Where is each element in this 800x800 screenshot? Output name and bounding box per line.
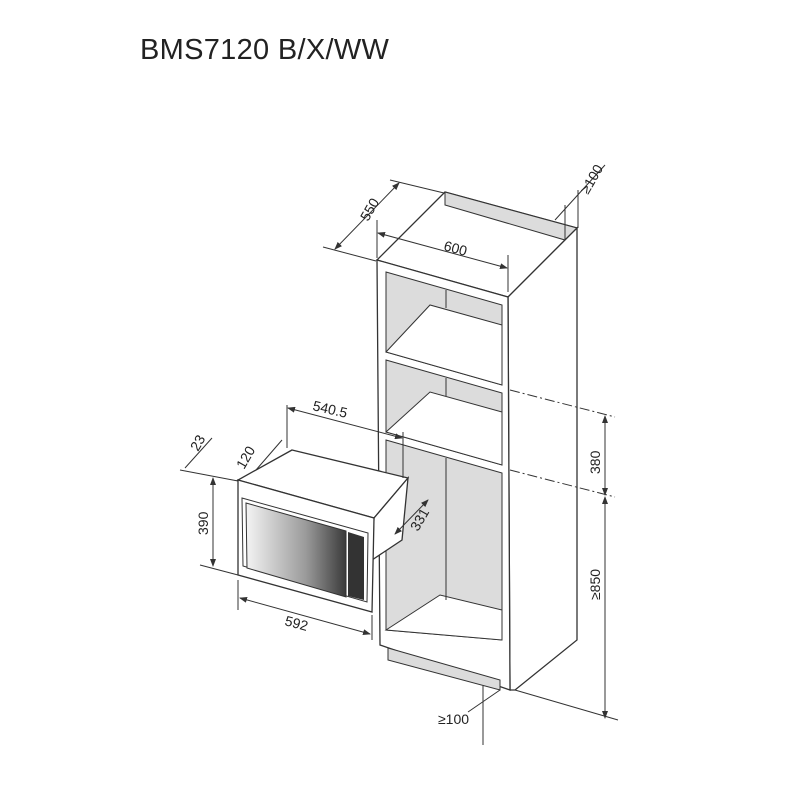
dim-cabinet-width: 600 xyxy=(442,237,469,259)
dimension-lines xyxy=(179,164,619,745)
dim-cabinet-depth: 550 xyxy=(357,195,383,223)
dim-floor-to-opening: ≥850 xyxy=(587,569,603,600)
dim-unit-height: 390 xyxy=(195,511,211,535)
dim-unit-body-width: 540.5 xyxy=(311,397,349,421)
dim-opening-height: 380 xyxy=(587,450,603,474)
dim-top-clearance: ≥100 xyxy=(577,161,606,196)
dim-frame-width: 592 xyxy=(283,612,310,634)
control-panel xyxy=(348,532,364,600)
tall-cabinet xyxy=(375,191,579,691)
dim-bottom-clearance: ≥100 xyxy=(438,711,469,727)
model-title: BMS7120 B/X/WW xyxy=(140,34,390,66)
dim-frame-depth: 23 xyxy=(187,432,209,454)
dim-frame-offset: 120 xyxy=(233,443,259,471)
